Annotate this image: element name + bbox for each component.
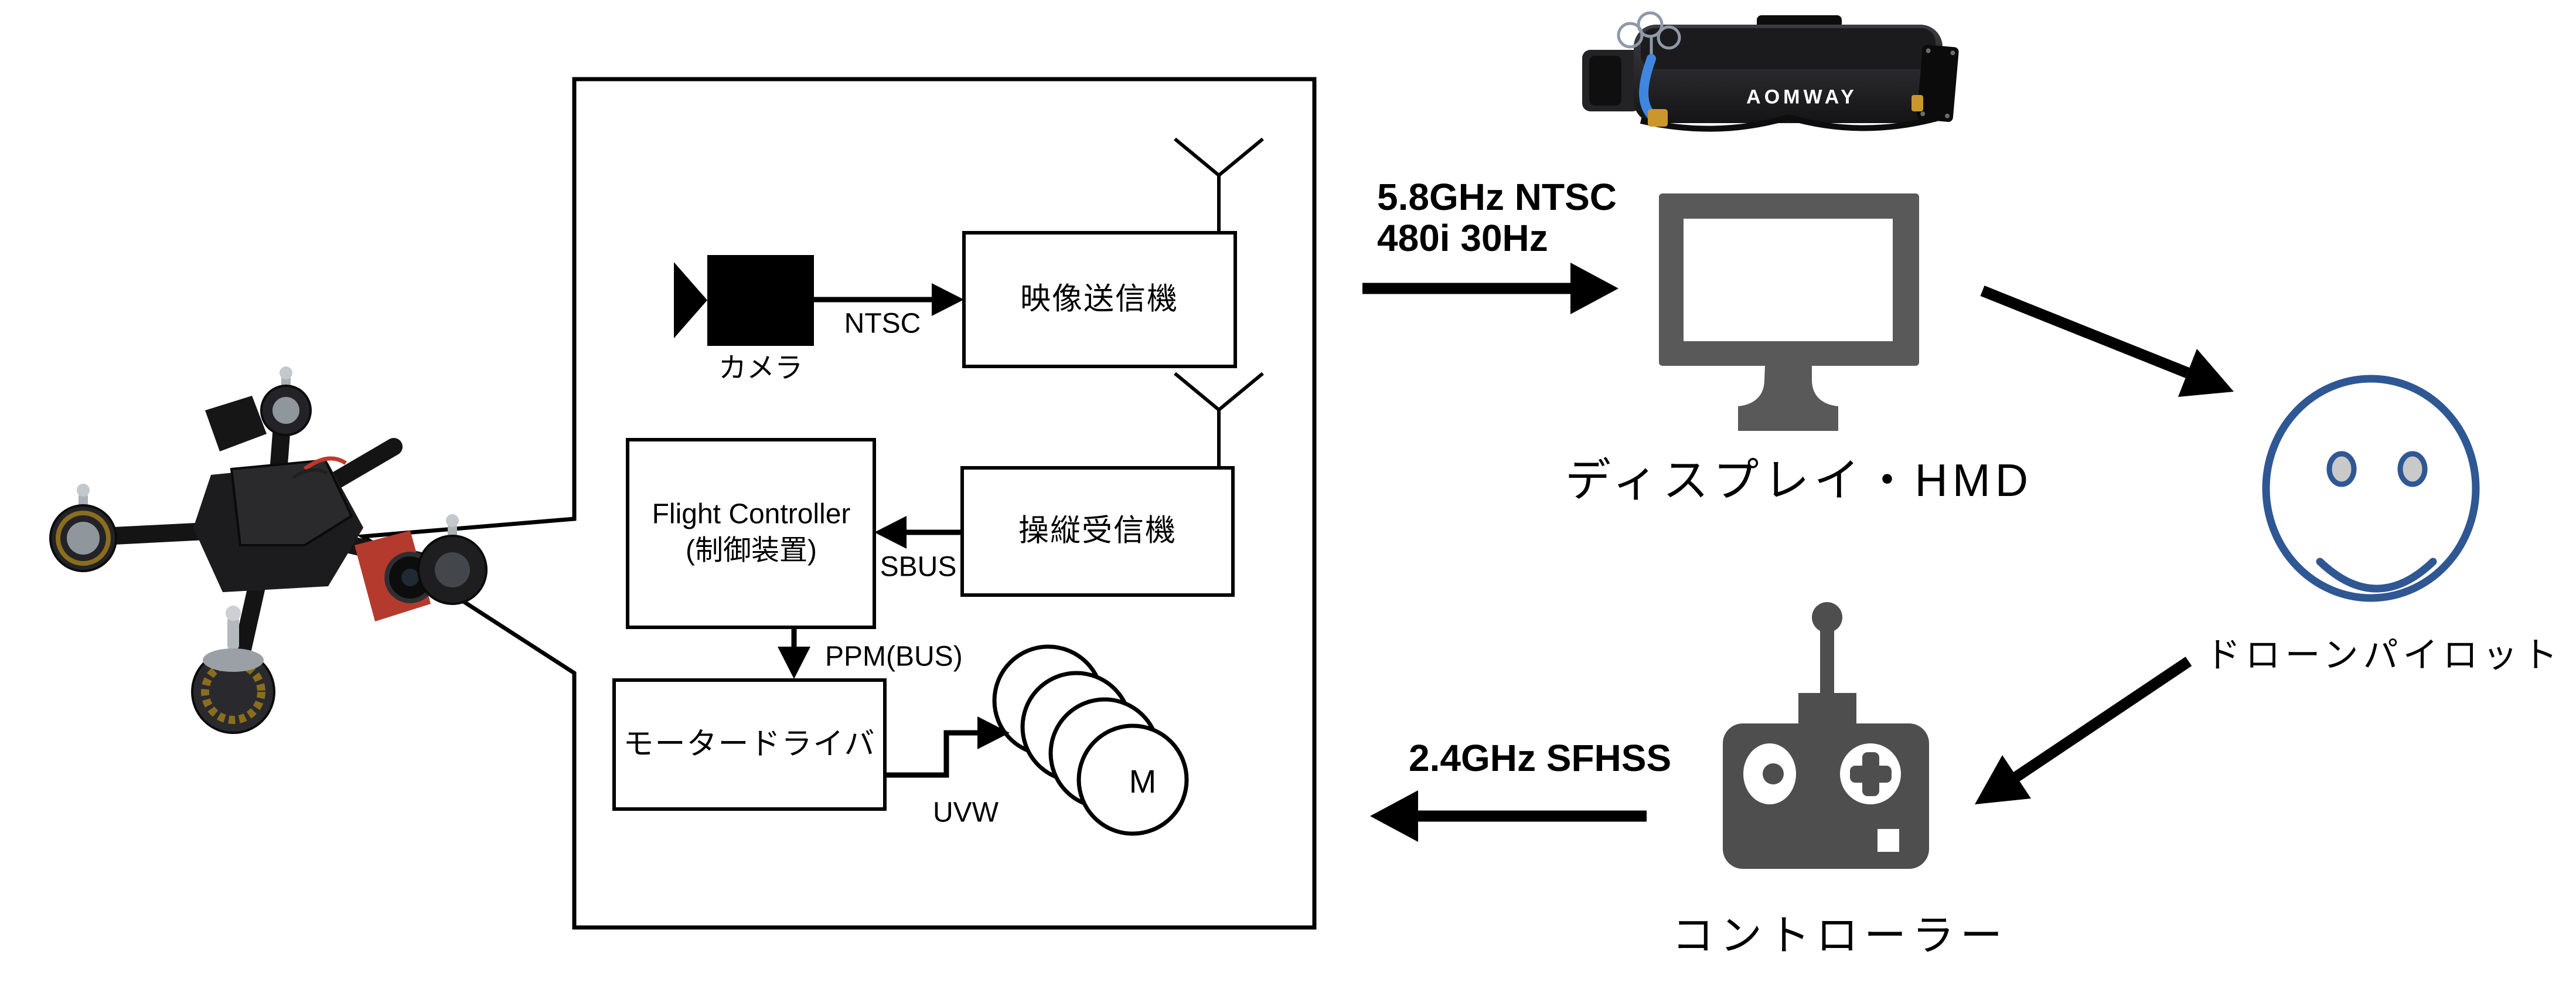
motor-m-label: M [1129, 763, 1157, 800]
video-tx-label: 映像送信機 [1020, 282, 1179, 317]
video-link-label-line2: 480i 30Hz [1377, 216, 1548, 259]
goggles-brand-label: AOMWAY [1746, 86, 1858, 108]
motor-driver-box [612, 678, 887, 811]
ntsc-label: NTSC [844, 308, 921, 339]
video-link-label-line1: 5.8GHz NTSC [1377, 175, 1617, 218]
uvw-arrow [885, 716, 1010, 778]
camera-icon [674, 255, 814, 346]
video-tx-box [962, 231, 1237, 368]
rx-antenna-icon [1174, 372, 1264, 468]
fc-box [626, 438, 876, 629]
pilot-label: ドローンパイロット [2205, 636, 2563, 675]
system-boundary-callout [356, 77, 1317, 930]
video-tx-antenna-icon [1174, 137, 1264, 233]
pilot-to-controller-arrow [1975, 657, 2192, 804]
pilot-face-icon [2262, 375, 2480, 602]
ppm-label: PPM(BUS) [825, 641, 963, 672]
video-link-arrow [1362, 263, 1618, 314]
sbus-arrow [874, 516, 962, 549]
fc-sublabel: (制御装置) [686, 535, 817, 566]
uvw-label: UVW [933, 797, 999, 828]
sbus-label: SBUS [880, 551, 957, 583]
motor-driver-label: モータードライバ [623, 727, 876, 762]
camera-label: カメラ [718, 352, 803, 384]
control-link-label: 2.4GHz SFHSS [1409, 736, 1672, 779]
drone-photo [49, 366, 488, 734]
rx-label: 操縦受信機 [1018, 514, 1177, 548]
control-link-arrow [1370, 790, 1647, 842]
fc-label: Flight Controller [652, 498, 851, 530]
monitor-icon [1659, 193, 1919, 431]
rx-box [960, 466, 1235, 597]
motor-circles-icon [992, 644, 1189, 836]
ntsc-arrow [814, 283, 964, 316]
rc-controller-icon [1723, 602, 1929, 869]
fpv-goggles-photo [1582, 11, 1959, 132]
ppm-arrow [778, 627, 810, 679]
display-to-pilot-arrow [1980, 286, 2234, 397]
controller-label: コントローラー [1671, 912, 2009, 960]
display-label: ディスプレイ・HMD [1565, 454, 2033, 507]
